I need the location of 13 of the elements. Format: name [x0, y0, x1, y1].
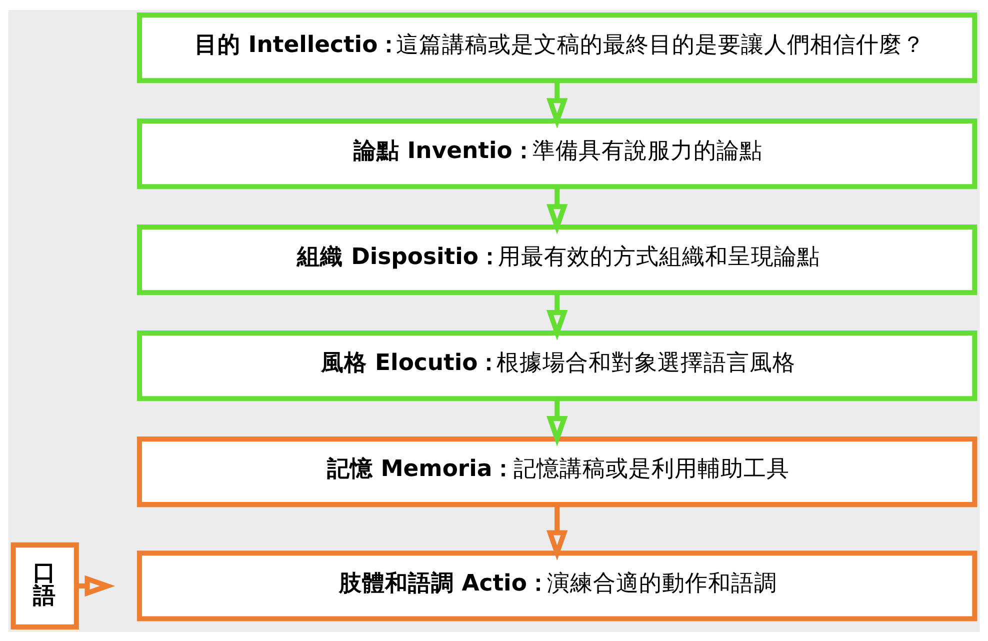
arrow	[546, 186, 568, 234]
node-box: 風格 Elocutio：根據場合和對象選擇語言風格	[136, 330, 978, 401]
node-box: 組織 Dispositio：用最有效的方式組織和呈現論點	[136, 224, 978, 295]
arrow	[76, 574, 116, 596]
arrow	[546, 292, 568, 340]
node-box: 論點 Inventio：準備具有說服力的論點	[136, 118, 978, 189]
arrow	[546, 504, 568, 560]
node-box: 目的 Intellectio：這篇講稿或是文稿的最終目的是要讓人們相信什麼？	[136, 12, 978, 83]
node-box: 口語	[10, 542, 79, 629]
node-box: 肢體和語調 Actio：演練合適的動作和語調	[136, 550, 978, 621]
arrow	[546, 398, 568, 446]
arrow	[546, 80, 568, 128]
node-box: 記憶 Memoria：記憶講稿或是利用輔助工具	[136, 436, 978, 507]
